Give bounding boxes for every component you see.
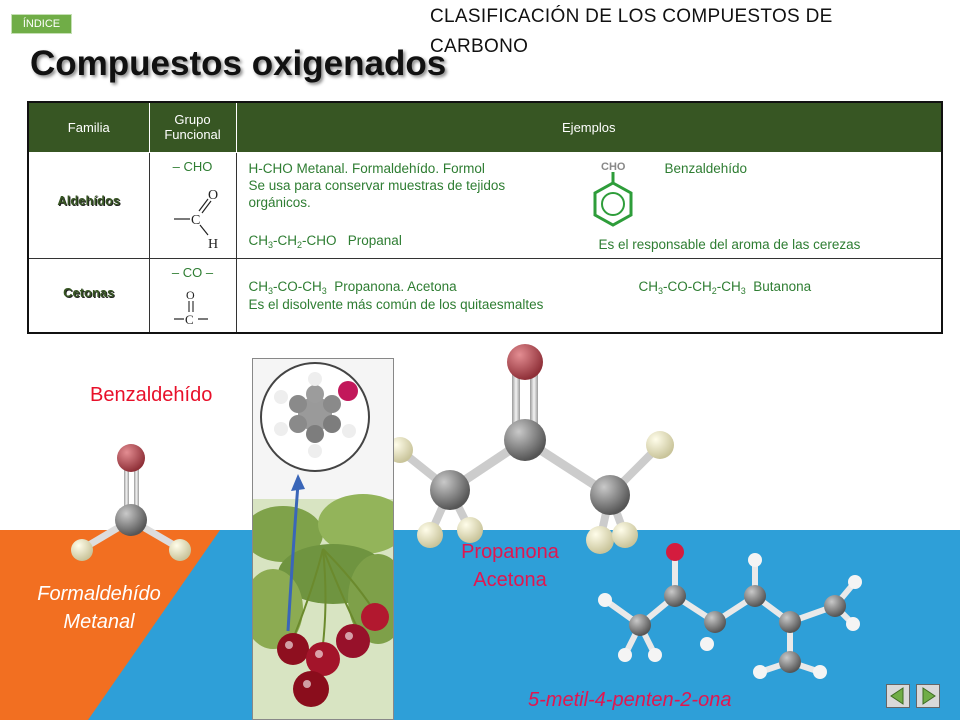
- benzene-ring-icon: CHO: [593, 161, 632, 227]
- ring-cho-label: CHO: [601, 161, 626, 173]
- ketone-structure-icon: O C: [173, 288, 208, 327]
- cherries-illustration: [253, 359, 393, 719]
- header-familia: Familia: [27, 101, 150, 153]
- examples-cell-aldehidos: H-CHO Metanal. Formaldehído. Formol Se u…: [235, 151, 943, 259]
- label-formaldehido-line1: Formaldehído: [37, 583, 161, 605]
- formaldehido-molecule-model: [71, 444, 191, 561]
- families-table: Familia Grupo Funcional Ejemplos Aldehíd…: [27, 101, 943, 334]
- label-benzaldehido: Benzaldehído: [90, 384, 213, 406]
- example-benzaldehido: Benzaldehído: [664, 160, 748, 176]
- metilpentenona-molecule-model: [598, 543, 862, 679]
- group-cell: – CO – O C: [148, 257, 237, 334]
- classification-title: CLASIFICACIÓN DE LOS COMPUESTOS DE CARBO…: [430, 6, 833, 57]
- aldehyde-structure-icon: C O H: [173, 188, 218, 252]
- group-co: – CO –: [171, 264, 214, 280]
- example-metanal-use: Se usa para conservar muestras de tejido…: [248, 177, 506, 193]
- atom-c-label: C: [185, 312, 194, 327]
- example-propanal: CH3-CH2-CHO Propanal: [248, 232, 402, 250]
- family-aldehidos: Aldehídos: [57, 192, 121, 208]
- label-formaldehido-line2: Metanal: [63, 611, 135, 633]
- label-metilpentenona: 5-metil-4-penten-2-ona: [528, 689, 732, 711]
- header-ejemplos: Ejemplos: [235, 101, 943, 153]
- cherries-photo: [252, 358, 394, 720]
- triangle-right-icon: [922, 687, 936, 705]
- previous-button[interactable]: [886, 684, 910, 708]
- example-butanona: CH3-CO-CH2-CH3 Butanona: [638, 278, 812, 296]
- family-cetonas: Cetonas: [63, 284, 115, 300]
- label-formaldehido: Formaldehído Metanal: [14, 580, 184, 636]
- family-cell: Cetonas: [27, 257, 150, 334]
- atom-c-label: C: [191, 213, 200, 228]
- example-metanal: H-CHO Metanal. Formaldehído. Formol: [248, 160, 485, 176]
- label-propanona: Propanona Acetona: [430, 538, 590, 594]
- example-benzaldehido-note: Es el responsable del aroma de las cerez…: [598, 236, 861, 252]
- propanona-molecule-model: [390, 344, 674, 554]
- examples-cell-cetonas: CH3-CO-CH3 Propanona. Acetona Es el diso…: [235, 257, 943, 334]
- table-header-row: Familia Grupo Funcional Ejemplos: [27, 101, 943, 153]
- header-grupo-funcional: Grupo Funcional: [148, 101, 237, 153]
- table-row-aldehidos: Aldehídos – CHO C O H H-CHO Metanal. For…: [27, 151, 943, 259]
- atom-o-label: O: [208, 188, 218, 203]
- atom-o-label: O: [186, 288, 195, 302]
- example-metanal-use-2: orgánicos.: [248, 194, 311, 210]
- triangle-left-icon: [890, 687, 904, 705]
- example-propanona-note: Es el disolvente más común de los quitae…: [248, 296, 544, 312]
- family-cell: Aldehídos: [27, 151, 150, 259]
- example-propanona: CH3-CO-CH3 Propanona. Acetona: [248, 278, 457, 296]
- page-title: Compuestos oxigenados: [30, 44, 447, 83]
- label-propanona-line1: Propanona: [461, 541, 559, 563]
- group-cell: – CHO C O H: [148, 151, 237, 259]
- next-button[interactable]: [916, 684, 940, 708]
- table-row-cetonas: Cetonas – CO – O C CH3-CO-CH3 Propanona.…: [27, 257, 943, 334]
- group-cho: – CHO: [172, 158, 213, 174]
- label-propanona-line2: Acetona: [473, 569, 547, 591]
- atom-h-label: H: [208, 237, 218, 252]
- index-button[interactable]: ÍNDICE: [11, 14, 72, 34]
